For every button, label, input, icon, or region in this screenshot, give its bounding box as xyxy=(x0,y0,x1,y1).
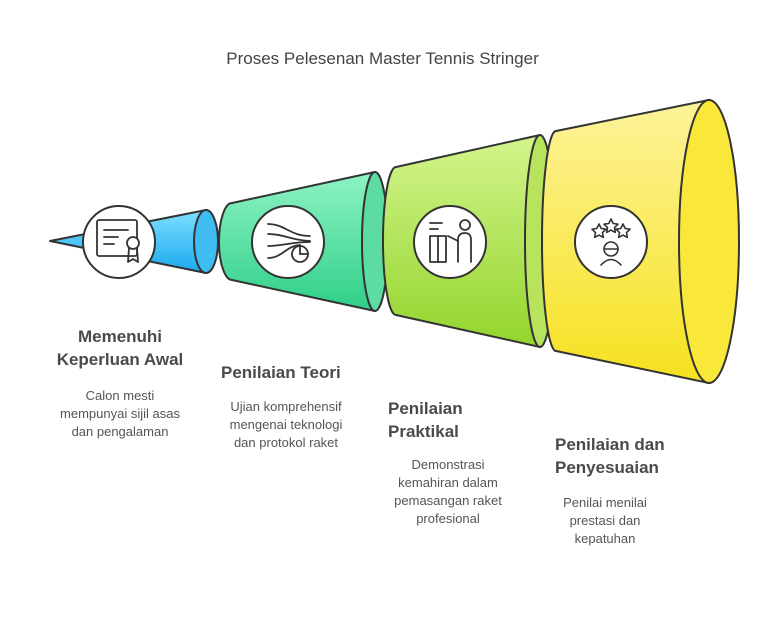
stage-1-description-line: mempunyai sijil asas xyxy=(60,406,180,421)
stage-2-description-line: mengenai teknologi xyxy=(229,417,343,432)
stage-1-title-line: Keperluan Awal xyxy=(56,350,184,369)
stage-2-description-line: Ujian komprehensif xyxy=(230,399,342,414)
stage-1-description: Calon mesti mempunyai sijil asas dan pen… xyxy=(40,387,200,441)
certificate-icon xyxy=(82,205,156,279)
stage-3-title: Penilaian Praktikal xyxy=(388,397,548,443)
stage-4-description-line: prestasi dan xyxy=(569,513,641,528)
stage-1-title-line: Memenuhi xyxy=(77,327,163,346)
theory-chart-icon xyxy=(251,205,325,279)
stage-2-description-line: dan protokol raket xyxy=(233,435,339,450)
stage-3-description: Demonstrasi kemahiran dalam pemasangan r… xyxy=(368,456,528,528)
stage-3-description-line: pemasangan raket xyxy=(394,493,502,508)
practical-instructor-icon xyxy=(413,205,487,279)
stage-4-description-line: kepatuhan xyxy=(574,531,636,546)
stage-2-description: Ujian komprehensif mengenai teknologi da… xyxy=(206,398,366,452)
stage-3-title-line: Penilaian xyxy=(388,399,463,418)
stage-3-description-line: profesional xyxy=(416,511,480,526)
stage-3-title-line: Praktikal xyxy=(388,422,459,441)
stage-1-title: Memenuhi Keperluan Awal xyxy=(40,325,200,371)
stage-1-description-line: Calon mesti xyxy=(85,388,155,403)
stage-4-title-line: Penilaian dan xyxy=(555,435,665,454)
stage-2-title-line: Penilaian Teori xyxy=(221,363,341,382)
rating-stars-icon xyxy=(574,205,648,279)
stage-3-description-line: kemahiran dalam xyxy=(398,475,498,490)
stage-4-description: Penilai menilai prestasi dan kepatuhan xyxy=(525,494,685,548)
stage-4-description-line: Penilai menilai xyxy=(563,495,647,510)
stage-1-description-line: dan pengalaman xyxy=(71,424,169,439)
diagram-title: Proses Pelesenan Master Tennis Stringer xyxy=(226,49,539,68)
stage-4-title: Penilaian dan Penyesuaian xyxy=(555,433,725,479)
stage-4-title-line: Penyesuaian xyxy=(555,458,659,477)
stage-3-description-line: Demonstrasi xyxy=(411,457,485,472)
stage-2-title: Penilaian Teori xyxy=(221,361,381,384)
